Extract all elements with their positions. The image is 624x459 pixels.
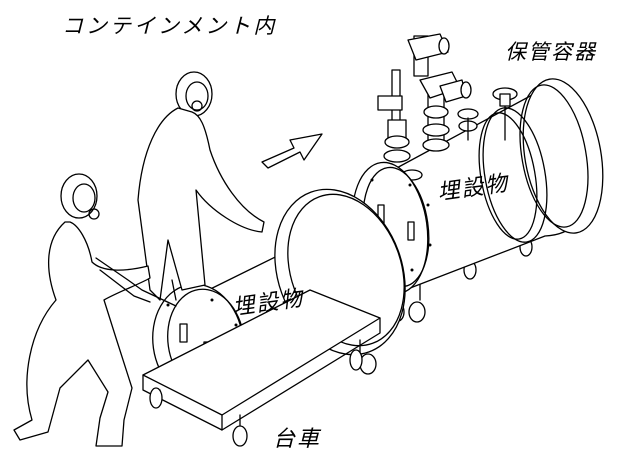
containment-label: コンテインメント内	[62, 14, 278, 38]
cart-label: 台車	[273, 427, 322, 452]
worker-crouching	[13, 173, 177, 447]
storage-vessel	[377, 33, 604, 323]
vessel-end-cap	[522, 78, 604, 234]
storage-vessel-label: 保管容器	[505, 40, 597, 64]
direction-arrow	[261, 133, 323, 169]
vessel-valves	[377, 33, 518, 181]
cart-drawing	[142, 289, 381, 447]
worker-standing	[137, 71, 265, 301]
